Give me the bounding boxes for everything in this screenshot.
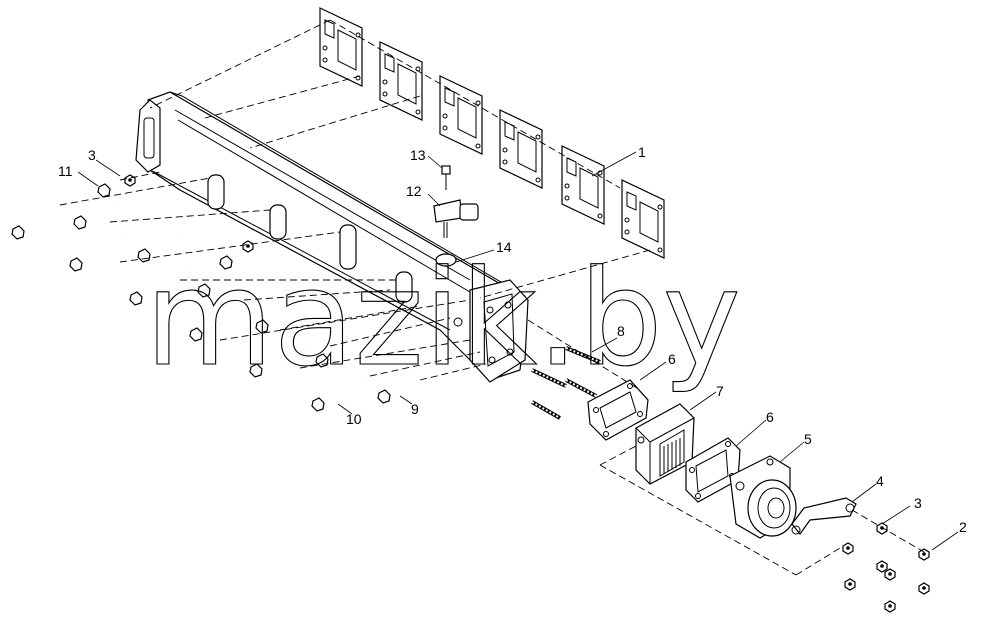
nut (242, 240, 254, 253)
callout-14: 14 (496, 239, 512, 255)
stud-group (531, 346, 601, 420)
callout-3-right: 3 (914, 495, 922, 511)
callout-11: 11 (58, 163, 73, 179)
valve-block (635, 403, 695, 485)
manifold-gasket (561, 145, 605, 225)
nut-group (124, 174, 930, 613)
bolt (69, 239, 123, 272)
gasket-group (319, 7, 665, 259)
nut (918, 548, 930, 561)
callout-6-upper: 6 (668, 351, 676, 367)
callout-10: 10 (346, 411, 362, 427)
manifold-gasket (439, 75, 483, 155)
bolt (255, 307, 299, 334)
sensor-screw (441, 165, 451, 190)
callout-6-lower: 6 (766, 409, 774, 425)
bolt (197, 271, 237, 298)
leader-lines (77, 151, 959, 551)
manifold-gasket (319, 7, 363, 87)
nut (124, 174, 136, 187)
callout-2: 2 (959, 519, 967, 535)
callout-12: 12 (406, 183, 422, 199)
nut (842, 542, 854, 555)
callout-9: 9 (411, 401, 419, 417)
nut (884, 600, 896, 613)
callout-4: 4 (876, 473, 884, 489)
stud (565, 378, 597, 398)
stud (531, 400, 561, 420)
callout-1: 1 (638, 144, 646, 160)
watermark-text: mazik.by (145, 242, 741, 396)
flange-gasket-upper (587, 379, 649, 441)
stud (531, 368, 567, 388)
bolt (73, 205, 117, 230)
nut (844, 578, 856, 591)
bolt (377, 375, 419, 404)
nut (876, 560, 888, 573)
outlet-housing (729, 455, 797, 539)
callout-7: 7 (716, 383, 724, 399)
assembly-lines (59, 19, 925, 576)
bolt-group (11, 183, 419, 412)
nut (876, 522, 888, 535)
exhaust-manifold (135, 91, 529, 383)
lever-arm (791, 497, 857, 535)
bolt (97, 183, 111, 198)
callout-3-left: 3 (88, 147, 96, 163)
manifold-gasket (621, 179, 665, 259)
callout-5: 5 (804, 431, 812, 447)
manifold-gasket (499, 109, 543, 189)
temperature-sensor (433, 199, 479, 238)
manifold-gasket (379, 41, 423, 121)
callout-8: 8 (617, 323, 625, 339)
bolt (249, 345, 307, 378)
bolt (189, 307, 247, 342)
nut (884, 568, 896, 581)
stud (565, 346, 601, 364)
nut (918, 582, 930, 595)
callout-13: 13 (410, 147, 426, 163)
callouts: 1 2 3 3 4 5 6 6 7 8 9 10 11 12 13 14 (58, 144, 967, 535)
bolt (11, 204, 61, 240)
bolt (311, 379, 369, 412)
bolt (219, 253, 241, 270)
bolt (129, 271, 187, 306)
